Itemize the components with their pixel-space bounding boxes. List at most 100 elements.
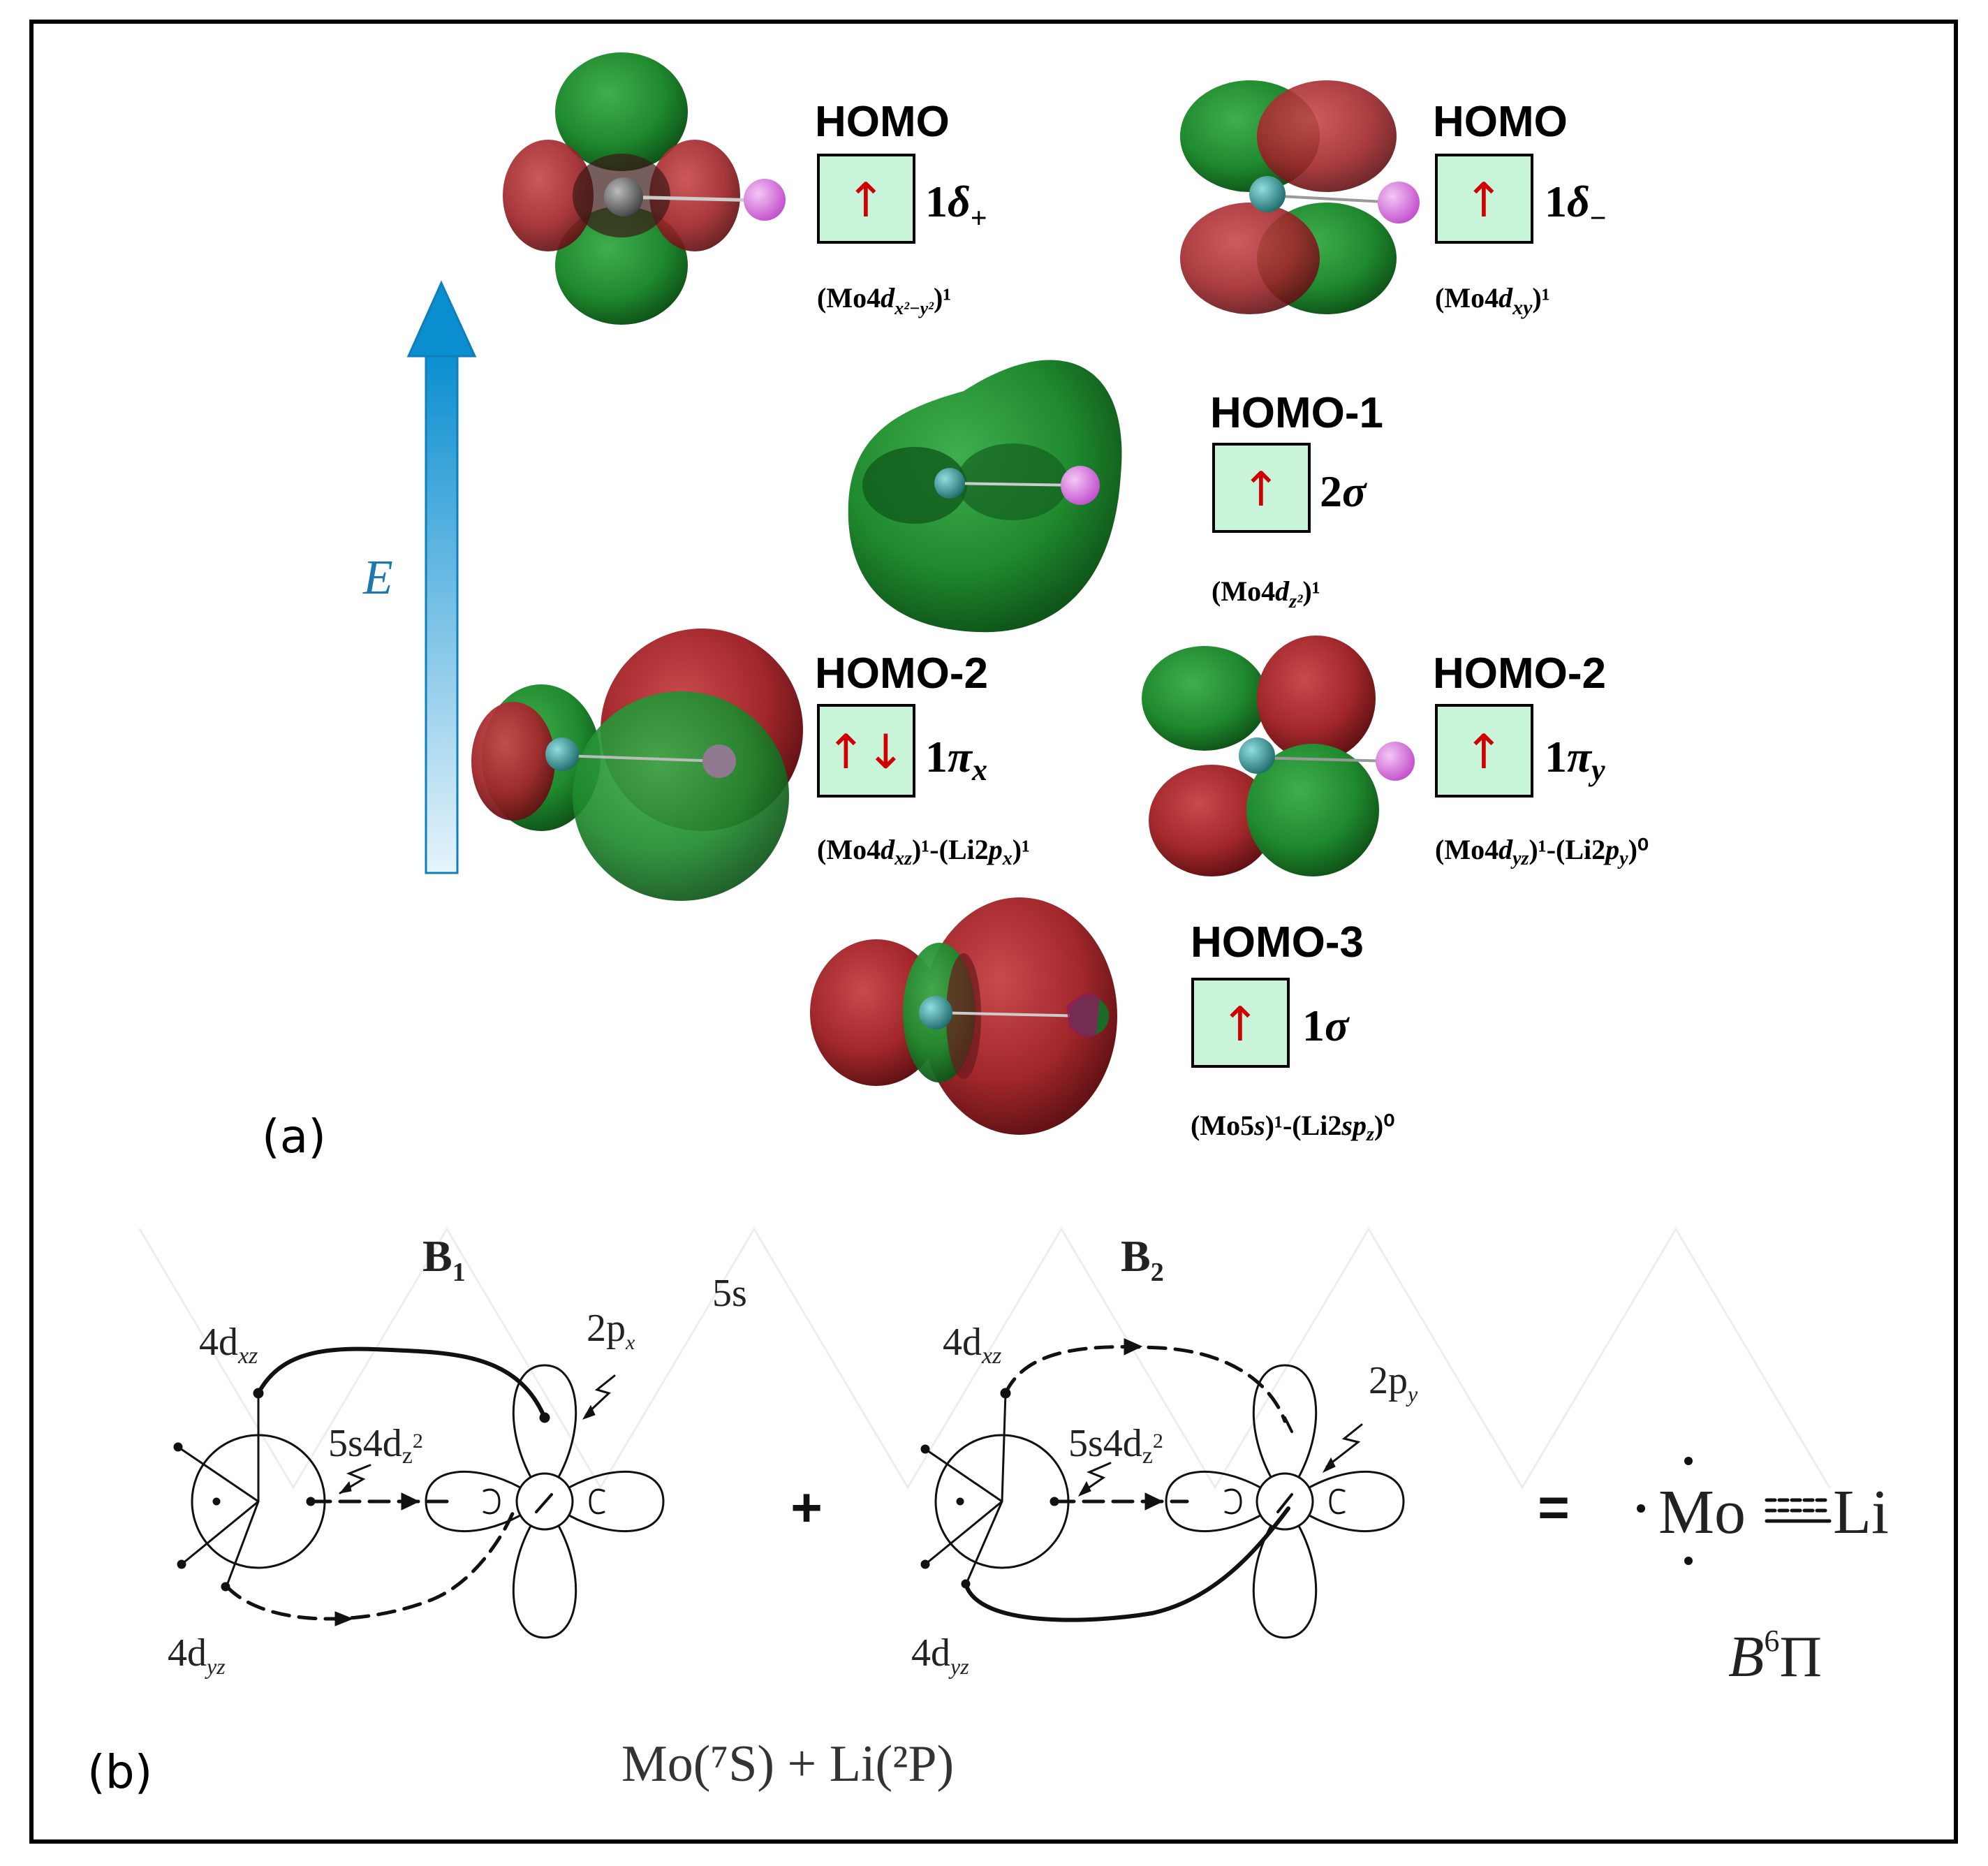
svg-text:(Mo4dxy)¹: (Mo4dxy)¹: [1435, 282, 1550, 319]
sym-greek: σ: [1342, 466, 1367, 516]
equals-sign: =: [1538, 1476, 1570, 1538]
svg-text:2σ: 2σ: [1320, 466, 1367, 516]
orbital-title: HOMO: [815, 98, 950, 146]
comp-post: )¹: [934, 282, 951, 314]
sym-sub: x: [971, 753, 987, 787]
result-state: B6Π: [1728, 1624, 1822, 1689]
panel-a-label: (a): [262, 1110, 326, 1163]
comp-sub: yz: [1510, 848, 1529, 869]
plus-sign: +: [790, 1476, 823, 1538]
panel-b-label: (b): [87, 1745, 152, 1799]
b1-title: B1: [422, 1231, 466, 1287]
svg-text:1δ−: 1δ−: [1545, 177, 1607, 235]
orbital-homo-delta-plus: [503, 52, 786, 325]
comp-d: d: [881, 834, 895, 865]
bond-lines: [1765, 1498, 1832, 1523]
orbital-title: HOMO-3: [1191, 918, 1364, 967]
occupancy-box: [1191, 978, 1290, 1068]
label-homo-2-piy: HOMO-2 ↑ 1πy (Mo4dyz)¹-(Li2py)⁰: [1433, 649, 1649, 869]
reactants-label: Mo(⁷S) + Li(²P): [621, 1735, 954, 1793]
comp2-d: sp: [1341, 1110, 1367, 1141]
spin-arrow: ↑: [1242, 462, 1281, 517]
spin-arrow: ↑: [1464, 725, 1504, 780]
label-4dyz-b1: 4dyz: [168, 1631, 226, 1679]
sym-main: 2: [1320, 466, 1342, 516]
comp-pre: (Mo4: [1435, 282, 1499, 314]
background-pattern: [138, 1227, 1831, 1490]
orbital-homo-2-pix: [471, 629, 803, 901]
svg-text:(Mo4dxz)¹-(Li2px)¹: (Mo4dxz)¹-(Li2px)¹: [817, 834, 1030, 869]
comp-post: )¹-(Li2: [912, 834, 989, 865]
svg-text:(Mo5s)¹-(Li2spz)⁰: (Mo5s)¹-(Li2spz)⁰: [1191, 1110, 1394, 1145]
label-homo-delta-plus: HOMO ↑ 1δ+ (Mo4dx²−y²)¹: [815, 98, 987, 318]
sym-main: 1: [925, 732, 948, 781]
comp-d: d: [1499, 834, 1513, 865]
label-homo-1: HOMO-1 ↑ 2σ (Mo4dz²)¹: [1210, 389, 1383, 612]
comp-post: )¹-(Li2: [1529, 834, 1605, 865]
sym-sub: y: [1588, 753, 1605, 787]
orbital-title: HOMO: [1433, 98, 1568, 146]
result-molecule: Mo Li B6Π: [1637, 1457, 1889, 1689]
occupancy-box: [817, 704, 915, 798]
sym-sub: −: [1590, 203, 1607, 235]
sym-greek: π: [948, 732, 973, 781]
svg-text:1σ: 1σ: [1302, 1001, 1350, 1050]
comp-pre: (Mo4: [1435, 834, 1499, 865]
comp-sub: xy: [1512, 296, 1533, 319]
sym-main: 1: [1302, 1001, 1325, 1050]
comp-pre: (Mo4: [817, 834, 881, 865]
panel-b: B1 B2 5s: [87, 1227, 1889, 1799]
occupancy-box: [1435, 704, 1533, 798]
spin-arrow: ↑: [1464, 173, 1504, 228]
label-5s: 5s: [712, 1272, 747, 1315]
comp-d: d: [1499, 282, 1513, 314]
label-homo-delta-minus: HOMO ↑ 1δ− (Mo4dxy)¹: [1433, 98, 1607, 319]
label-5s4dz2-b2: 5s4dz2: [1068, 1422, 1163, 1469]
comp-pre: (Mo5: [1191, 1110, 1254, 1141]
spin-arrow: ↑↓: [826, 725, 906, 780]
sym-greek: δ: [948, 177, 971, 226]
sym-greek: π: [1567, 732, 1593, 781]
comp-d: d: [881, 282, 895, 314]
comp-pre: (Mo4: [817, 282, 881, 314]
label-4dxz-b2: 4dxz: [943, 1321, 1001, 1369]
sym-sub: +: [971, 203, 987, 235]
comp-pre: (Mo4: [1212, 575, 1275, 607]
comp2-sub: x: [1002, 848, 1013, 869]
comp2-post: )⁰: [1628, 834, 1649, 865]
orbital-title: HOMO-1: [1210, 389, 1383, 437]
energy-arrow: [406, 280, 477, 874]
comp2-post: )⁰: [1374, 1110, 1394, 1141]
label-2py: 2py: [1369, 1359, 1418, 1406]
orbital-homo-2-piy: [1142, 636, 1415, 876]
svg-text:(Mo4dyz)¹-(Li2py)⁰: (Mo4dyz)¹-(Li2py)⁰: [1435, 834, 1649, 869]
orbital-homo-delta-minus: [1180, 80, 1420, 314]
sym-greek: σ: [1325, 1001, 1350, 1050]
comp2-sub: y: [1617, 848, 1628, 869]
figure-frame: [29, 20, 1958, 1844]
orbital-title: HOMO-2: [1433, 649, 1606, 698]
comp-sub: xz: [894, 848, 912, 869]
orbital-title: HOMO-2: [815, 649, 988, 698]
occupancy-box: [817, 154, 915, 244]
sym-main: 1: [925, 177, 948, 226]
energy-axis-label: E: [362, 551, 393, 605]
label-4dxz-b1: 4dxz: [199, 1321, 258, 1369]
scheme-b2: [920, 1338, 1405, 1639]
svg-text:1δ+: 1δ+: [925, 177, 987, 235]
orbital-homo-3: [810, 897, 1117, 1135]
panel-a: E HOMO ↑ 1δ+ (Mo4dx²−y²)¹: [262, 52, 1649, 1163]
svg-text:1πx: 1πx: [925, 732, 987, 787]
result-li: Li: [1833, 1478, 1889, 1547]
comp-d: d: [1275, 575, 1290, 607]
label-4dyz-b2: 4dyz: [911, 1631, 969, 1679]
sym-main: 1: [1545, 732, 1567, 781]
svg-text:(Mo4dx²−y²)¹: (Mo4dx²−y²)¹: [817, 282, 951, 318]
occupancy-box: [1212, 443, 1311, 533]
scheme-b1: [173, 1346, 665, 1639]
comp-sub: x²−y²: [894, 298, 934, 318]
label-homo-2-pix: HOMO-2 ↑↓ 1πx (Mo4dxz)¹-(Li2px)¹: [815, 649, 1030, 869]
comp-post: )¹-(Li2: [1265, 1110, 1342, 1141]
radical-dot: [1637, 1504, 1645, 1513]
